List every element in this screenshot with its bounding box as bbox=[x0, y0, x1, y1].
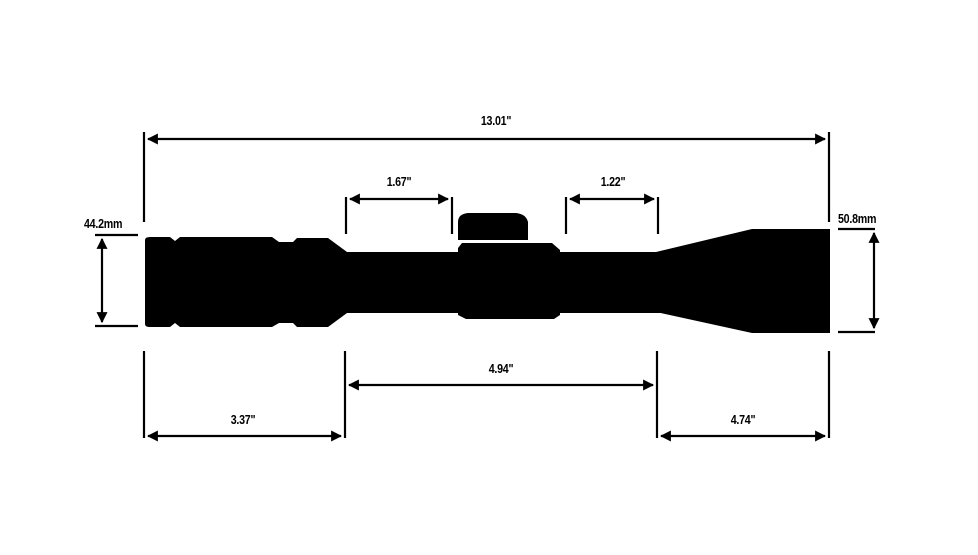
rear-mount-dimension bbox=[564, 193, 660, 234]
riflescope-silhouette bbox=[145, 213, 830, 333]
eyepiece-body bbox=[145, 237, 347, 327]
eyepiece-diameter-dimension bbox=[95, 233, 138, 328]
rear-mount-length-label: 1.22" bbox=[600, 174, 626, 189]
front-mount-length-label: 1.67" bbox=[386, 174, 412, 189]
overall-length-label: 13.01" bbox=[480, 113, 512, 128]
overall-length-dimension bbox=[142, 132, 831, 222]
front-mount-dimension bbox=[344, 193, 454, 234]
objective-diameter-dimension bbox=[838, 227, 880, 334]
objective-diameter-label: 50.8mm bbox=[838, 211, 877, 226]
objective-bell bbox=[656, 229, 830, 333]
bottom-extension-lines bbox=[142, 351, 831, 438]
turret-saddle bbox=[458, 243, 560, 319]
eyepiece-diameter-label: 44.2mm bbox=[84, 216, 123, 231]
eyepiece-length-label: 3.37" bbox=[230, 412, 256, 427]
tube-center-length-label: 4.94" bbox=[488, 361, 514, 376]
objective-length-label: 4.74" bbox=[730, 412, 756, 427]
turret-cap bbox=[458, 213, 528, 240]
